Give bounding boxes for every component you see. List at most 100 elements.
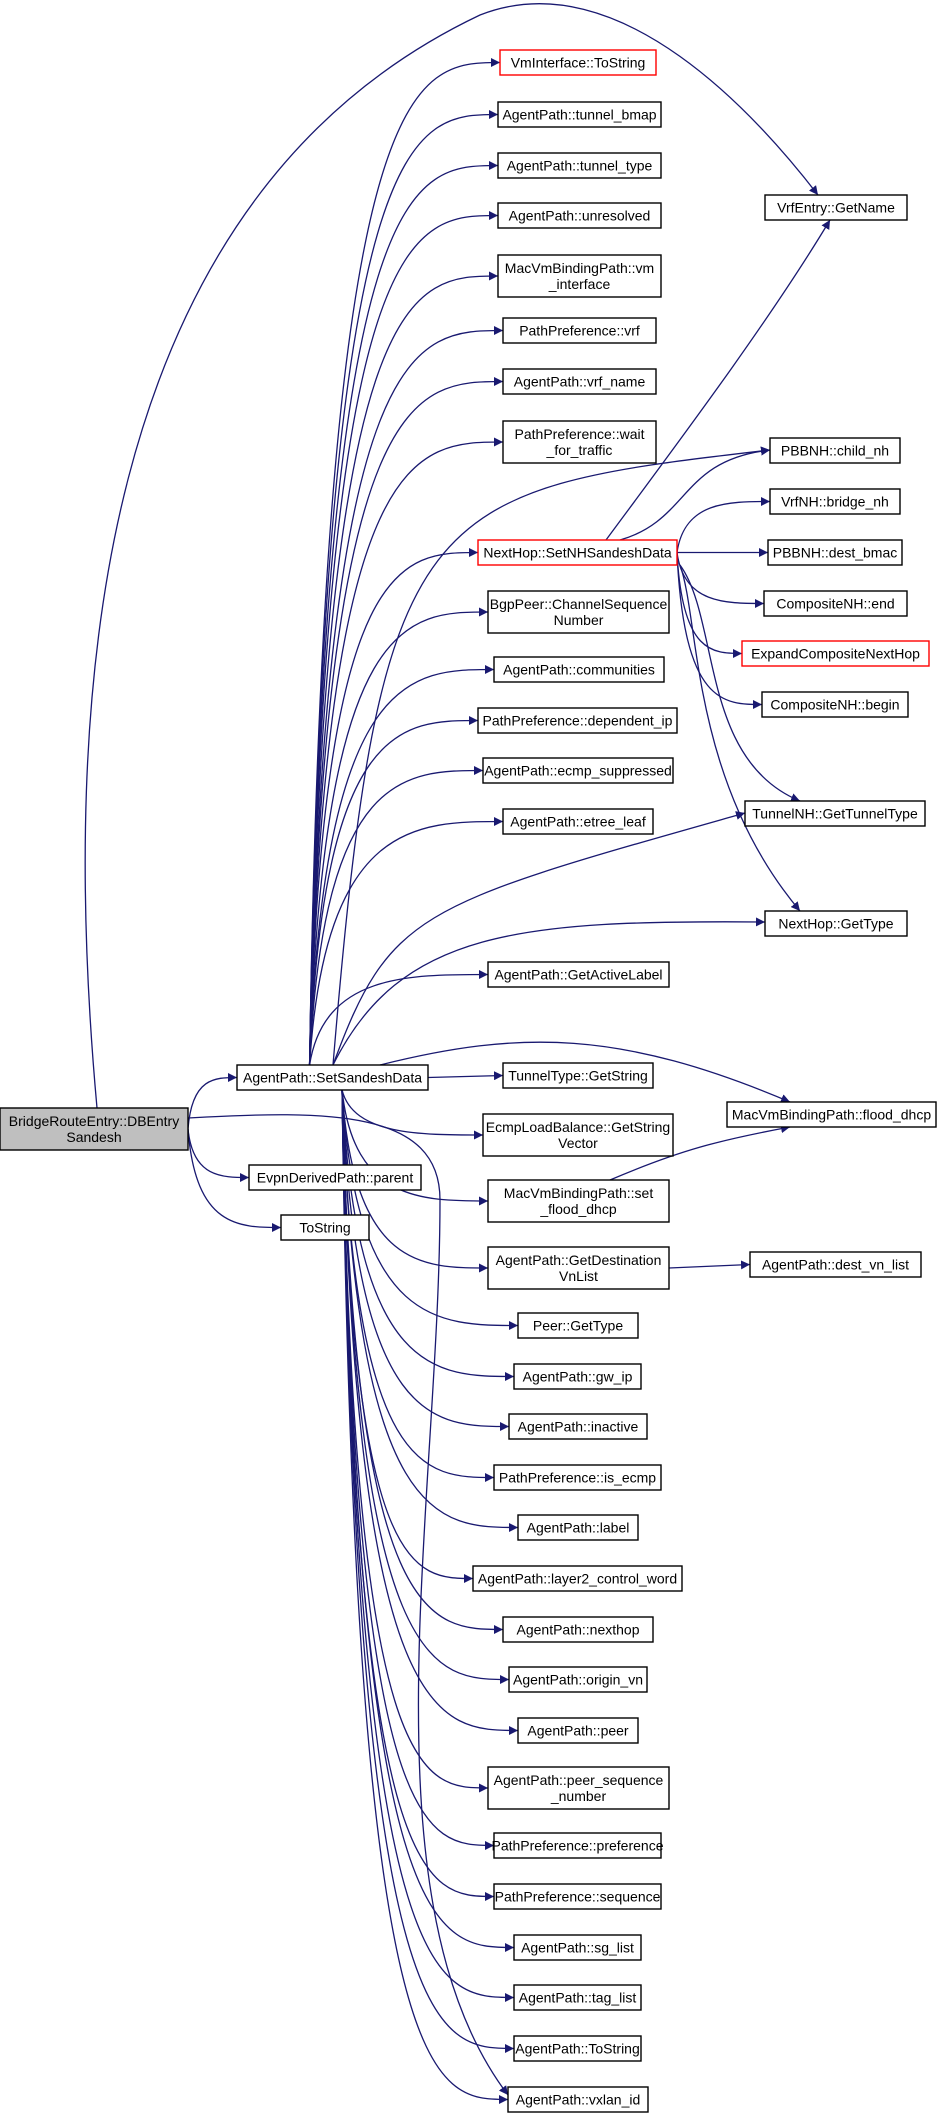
edge-line [341, 1089, 509, 2104]
node-expandcompositenexthop[interactable]: ExpandCompositeNextHop [741, 640, 930, 667]
node-compositenh-end[interactable]: CompositeNH::end [763, 590, 908, 617]
edge-line [341, 1089, 489, 1793]
node-label: VrfEntry::GetName [777, 200, 895, 216]
node-box [236, 1064, 429, 1091]
node-tostring[interactable]: ToString [280, 1214, 370, 1241]
node-vrfentry-getname[interactable]: VrfEntry::GetName [764, 194, 908, 221]
edge-setsandesh-to-communities [308, 665, 495, 1066]
node-label: AgentPath::SetSandeshData [243, 1070, 422, 1086]
edge-nh_setsandesh-to-vrfnh_bridge [676, 497, 771, 553]
node-agentpath-inactive[interactable]: AgentPath::inactive [508, 1413, 648, 1440]
node-agentpath-vrf-name[interactable]: AgentPath::vrf_name [502, 368, 657, 395]
node-label: MacVmBindingPath::vm [505, 260, 654, 276]
node-agentpath-unresolved[interactable]: AgentPath::unresolved [497, 202, 662, 229]
edge-getdestvn-to-dest_vn_list [668, 1260, 751, 1270]
node-agentpath-tunnel-type[interactable]: AgentPath::tunnel_type [497, 152, 662, 179]
node-agentpath-communities[interactable]: AgentPath::communities [493, 656, 665, 683]
node-peer-gettype[interactable]: Peer::GetType [517, 1312, 639, 1339]
node-pbbnh-dest-bmac[interactable]: PBBNH::dest_bmac [767, 539, 903, 566]
node-pathpreference-wait-for-traffic[interactable]: PathPreference::wait_for_traffic [502, 420, 657, 464]
node-nexthop-setnhsandeshdata[interactable]: NextHop::SetNHSandeshData [477, 539, 678, 566]
node-label: Sandesh [66, 1129, 121, 1145]
node-nexthop-gettype[interactable]: NextHop::GetType [764, 910, 908, 937]
node-label: CompositeNH::end [776, 596, 894, 612]
node-evpnderivedpath-parent[interactable]: EvpnDerivedPath::parent [248, 1164, 422, 1191]
edge-line [341, 1089, 519, 1532]
node-agentpath-sg-list[interactable]: AgentPath::sg_list [513, 1934, 642, 1961]
edge-line [308, 377, 504, 1066]
edge-setsandesh-to-origin_vn [341, 1089, 510, 1684]
node-label: BgpPeer::ChannelSequence [490, 596, 668, 612]
edge-setsandesh-to-bgp_chseq [308, 607, 489, 1066]
node-label: PathPreference::dependent_ip [483, 713, 673, 729]
node-agentpath-layer2-control-word[interactable]: AgentPath::layer2_control_word [472, 1565, 683, 1592]
node-agentpath-peer[interactable]: AgentPath::peer [517, 1717, 639, 1744]
node-agentpath-setsandeshdata[interactable]: AgentPath::SetSandeshData [236, 1064, 429, 1091]
node-box [761, 691, 909, 718]
node-pathpreference-is-ecmp[interactable]: PathPreference::is_ecmp [493, 1464, 662, 1491]
node-box [517, 1312, 639, 1339]
node-compositenh-begin[interactable]: CompositeNH::begin [761, 691, 909, 718]
node-macvmbindingpath-flood-dhcp[interactable]: MacVmBindingPath::flood_dhcp [726, 1101, 937, 1128]
node-pathpreference-preference[interactable]: PathPreference::preference [492, 1832, 664, 1859]
node-agentpath-vxlan-id[interactable]: AgentPath::vxlan_id [507, 2086, 649, 2113]
node-agentpath-gw-ip[interactable]: AgentPath::gw_ip [513, 1363, 642, 1390]
node-macvmbindingpath-set-flood-dhcp[interactable]: MacVmBindingPath::set_flood_dhcp [487, 1179, 670, 1223]
node-macvmbindingpath-vm-interface[interactable]: MacVmBindingPath::vm_interface [497, 254, 662, 298]
edge-line [619, 446, 771, 541]
node-box [502, 420, 657, 464]
node-agentpath-dest-vn-list[interactable]: AgentPath::dest_vn_list [749, 1251, 922, 1278]
node-label: AgentPath::vxlan_id [516, 2092, 641, 2108]
node-label: AgentPath::etree_leaf [510, 814, 646, 830]
edge-line [676, 552, 743, 658]
node-pathpreference-dependent-ip[interactable]: PathPreference::dependent_ip [477, 707, 678, 734]
edge-line [676, 552, 765, 608]
edge-line [308, 326, 504, 1066]
edge-setsandesh-to-macvm_vmif [308, 271, 499, 1066]
node-vrfnh-bridge-nh[interactable]: VrfNH::bridge_nh [769, 488, 901, 515]
edge-line [379, 1041, 791, 1103]
node-agentpath-tunnel-bmap[interactable]: AgentPath::tunnel_bmap [497, 101, 662, 128]
node-box [482, 757, 674, 784]
edge-setsandesh-to-inactive [341, 1089, 510, 1431]
node-agentpath-origin-vn[interactable]: AgentPath::origin_vn [508, 1666, 648, 1693]
node-tunnelnh-gettunneltype[interactable]: TunnelNH::GetTunnelType [744, 800, 926, 827]
node-agentpath-label[interactable]: AgentPath::label [517, 1514, 639, 1541]
edge-line [341, 1089, 504, 1634]
node-box [502, 808, 654, 835]
nodes-layer: BridgeRouteEntry::DBEntrySandeshAgentPat… [0, 49, 937, 2113]
edge-nh_setsandesh-to-expand_comp [676, 552, 743, 658]
node-box [472, 1565, 683, 1592]
edge-setsandesh-to-tt_getstring [427, 1071, 504, 1081]
node-box [487, 590, 670, 634]
node-pbbnh-child-nh[interactable]: PBBNH::child_nh [769, 437, 901, 464]
node-agentpath-peer-sequence-number[interactable]: AgentPath::peer_sequence_number [487, 1766, 670, 1810]
node-label: Vector [558, 1135, 598, 1151]
node-agentpath-ecmp-suppressed[interactable]: AgentPath::ecmp_suppressed [482, 757, 674, 784]
node-pathpreference-sequence[interactable]: PathPreference::sequence [493, 1883, 662, 1910]
node-agentpath-etree-leaf[interactable]: AgentPath::etree_leaf [502, 808, 654, 835]
node-label: PathPreference::vrf [519, 323, 640, 339]
node-label: AgentPath::sg_list [521, 1940, 634, 1956]
node-agentpath-getactivelabel[interactable]: AgentPath::GetActiveLabel [487, 961, 670, 988]
edge-line [341, 1089, 510, 1684]
edge-setsandesh-to-macvm_flood [379, 1041, 791, 1103]
node-agentpath-nexthop[interactable]: AgentPath::nexthop [502, 1616, 654, 1643]
node-agentpath-tag-list[interactable]: AgentPath::tag_list [513, 1984, 642, 2011]
node-pathpreference-vrf[interactable]: PathPreference::vrf [502, 317, 657, 344]
edge-line [308, 817, 504, 1066]
edge-nh_setsandesh-to-vrf_getname [605, 219, 831, 541]
node-box [769, 488, 901, 515]
edge-setsandesh-to-pp_vrf [308, 326, 504, 1066]
node-label: MacVmBindingPath::flood_dhcp [732, 1107, 931, 1123]
edge-line [676, 552, 763, 709]
node-label: PathPreference::preference [492, 1838, 664, 1854]
node-tunneltype-getstring[interactable]: TunnelType::GetString [502, 1062, 654, 1089]
edge-line [308, 58, 501, 1066]
node-vminterface-tostring[interactable]: VmInterface::ToString [499, 49, 657, 76]
node-agentpath-tostring[interactable]: AgentPath::ToString [513, 2035, 642, 2062]
